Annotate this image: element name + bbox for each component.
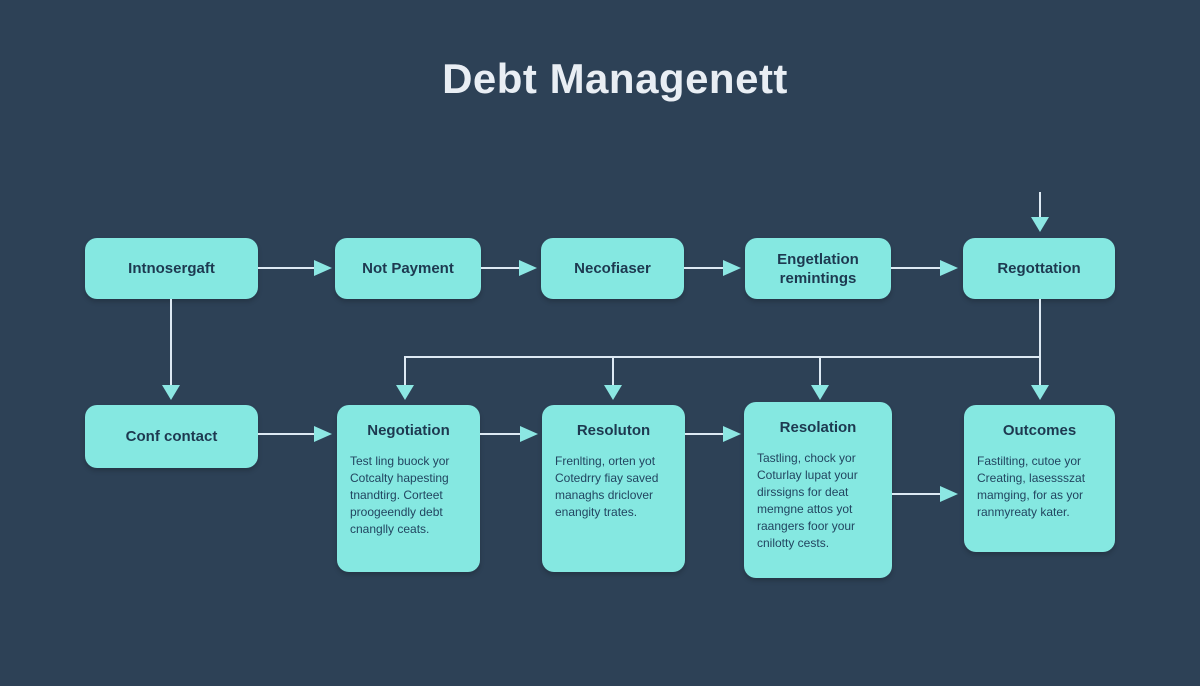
node-negotiation: Negotiation Test ling buock yor Cotcalty… [337,405,480,572]
connector-line [1039,356,1041,386]
node-label: Necofiaser [574,260,651,277]
node-resolation: Resolation Tastling, chock yor Coturlay … [744,402,892,578]
arrow-line [892,493,940,495]
node-engetlation-remintings: Engetlation remintings [745,238,891,299]
arrowhead-down-icon [604,385,622,400]
node-not-payment: Not Payment [335,238,481,299]
arrowhead-down-icon [396,385,414,400]
node-body-text: Fastilting, cutoe yor Creating, lasesssz… [977,454,1086,519]
node-label: Engetlation remintings [777,250,859,287]
arrow-line [1039,192,1041,217]
arrowhead-down-icon [811,385,829,400]
page-title: Debt Managenett [442,55,788,102]
arrow-line [891,267,940,269]
node-label: Regottation [997,260,1081,277]
arrowhead-right-icon [314,260,332,276]
node-outcomes: Outcomes Fastilting, cutoe yor Creating,… [964,405,1115,552]
arrowhead-right-icon [314,426,332,442]
connector-line [819,356,821,386]
node-label: Conf contact [125,428,218,445]
arrow-line [481,267,519,269]
connector-line [170,299,172,385]
connector-line [612,356,614,386]
arrow-line [685,433,723,435]
arrow-line [258,433,314,435]
node-label: Negotiation [367,422,450,439]
connector-line [1039,299,1041,357]
node-resoluton: Resoluton Frenlting, orten yot Cotedrry … [542,405,685,572]
node-body-text: Test ling buock yor Cotcalty hapesting t… [350,454,450,536]
arrowhead-down-icon [162,385,180,400]
arrow-line [480,433,520,435]
node-label: Not Payment [362,260,454,277]
arrowhead-right-icon [520,426,538,442]
node-regottation: Regottation [963,238,1115,299]
arrow-line [684,267,723,269]
arrowhead-right-icon [519,260,537,276]
arrow-line [258,267,314,269]
node-label: Resoluton [576,422,651,439]
node-conf-contact: Conf contact [85,405,258,468]
node-intnosergaft: Intnosergaft [85,238,258,299]
arrowhead-down-icon [1031,385,1049,400]
node-body-text: Frenlting, orten yot Cotedrry fiay saved… [555,454,659,519]
node-label: Resolation [779,419,857,436]
node-necofiaser: Necofiaser [541,238,684,299]
node-body-text: Tastling, chock yor Coturlay lupat your … [757,451,858,550]
connector-line [404,356,1041,358]
arrowhead-down-icon [1031,217,1049,232]
arrowhead-right-icon [940,486,958,502]
arrowhead-right-icon [940,260,958,276]
arrowhead-right-icon [723,426,741,442]
node-label: Outcomes [1002,422,1077,439]
node-label: Intnosergaft [128,260,215,277]
arrowhead-right-icon [723,260,741,276]
connector-line [404,356,406,386]
